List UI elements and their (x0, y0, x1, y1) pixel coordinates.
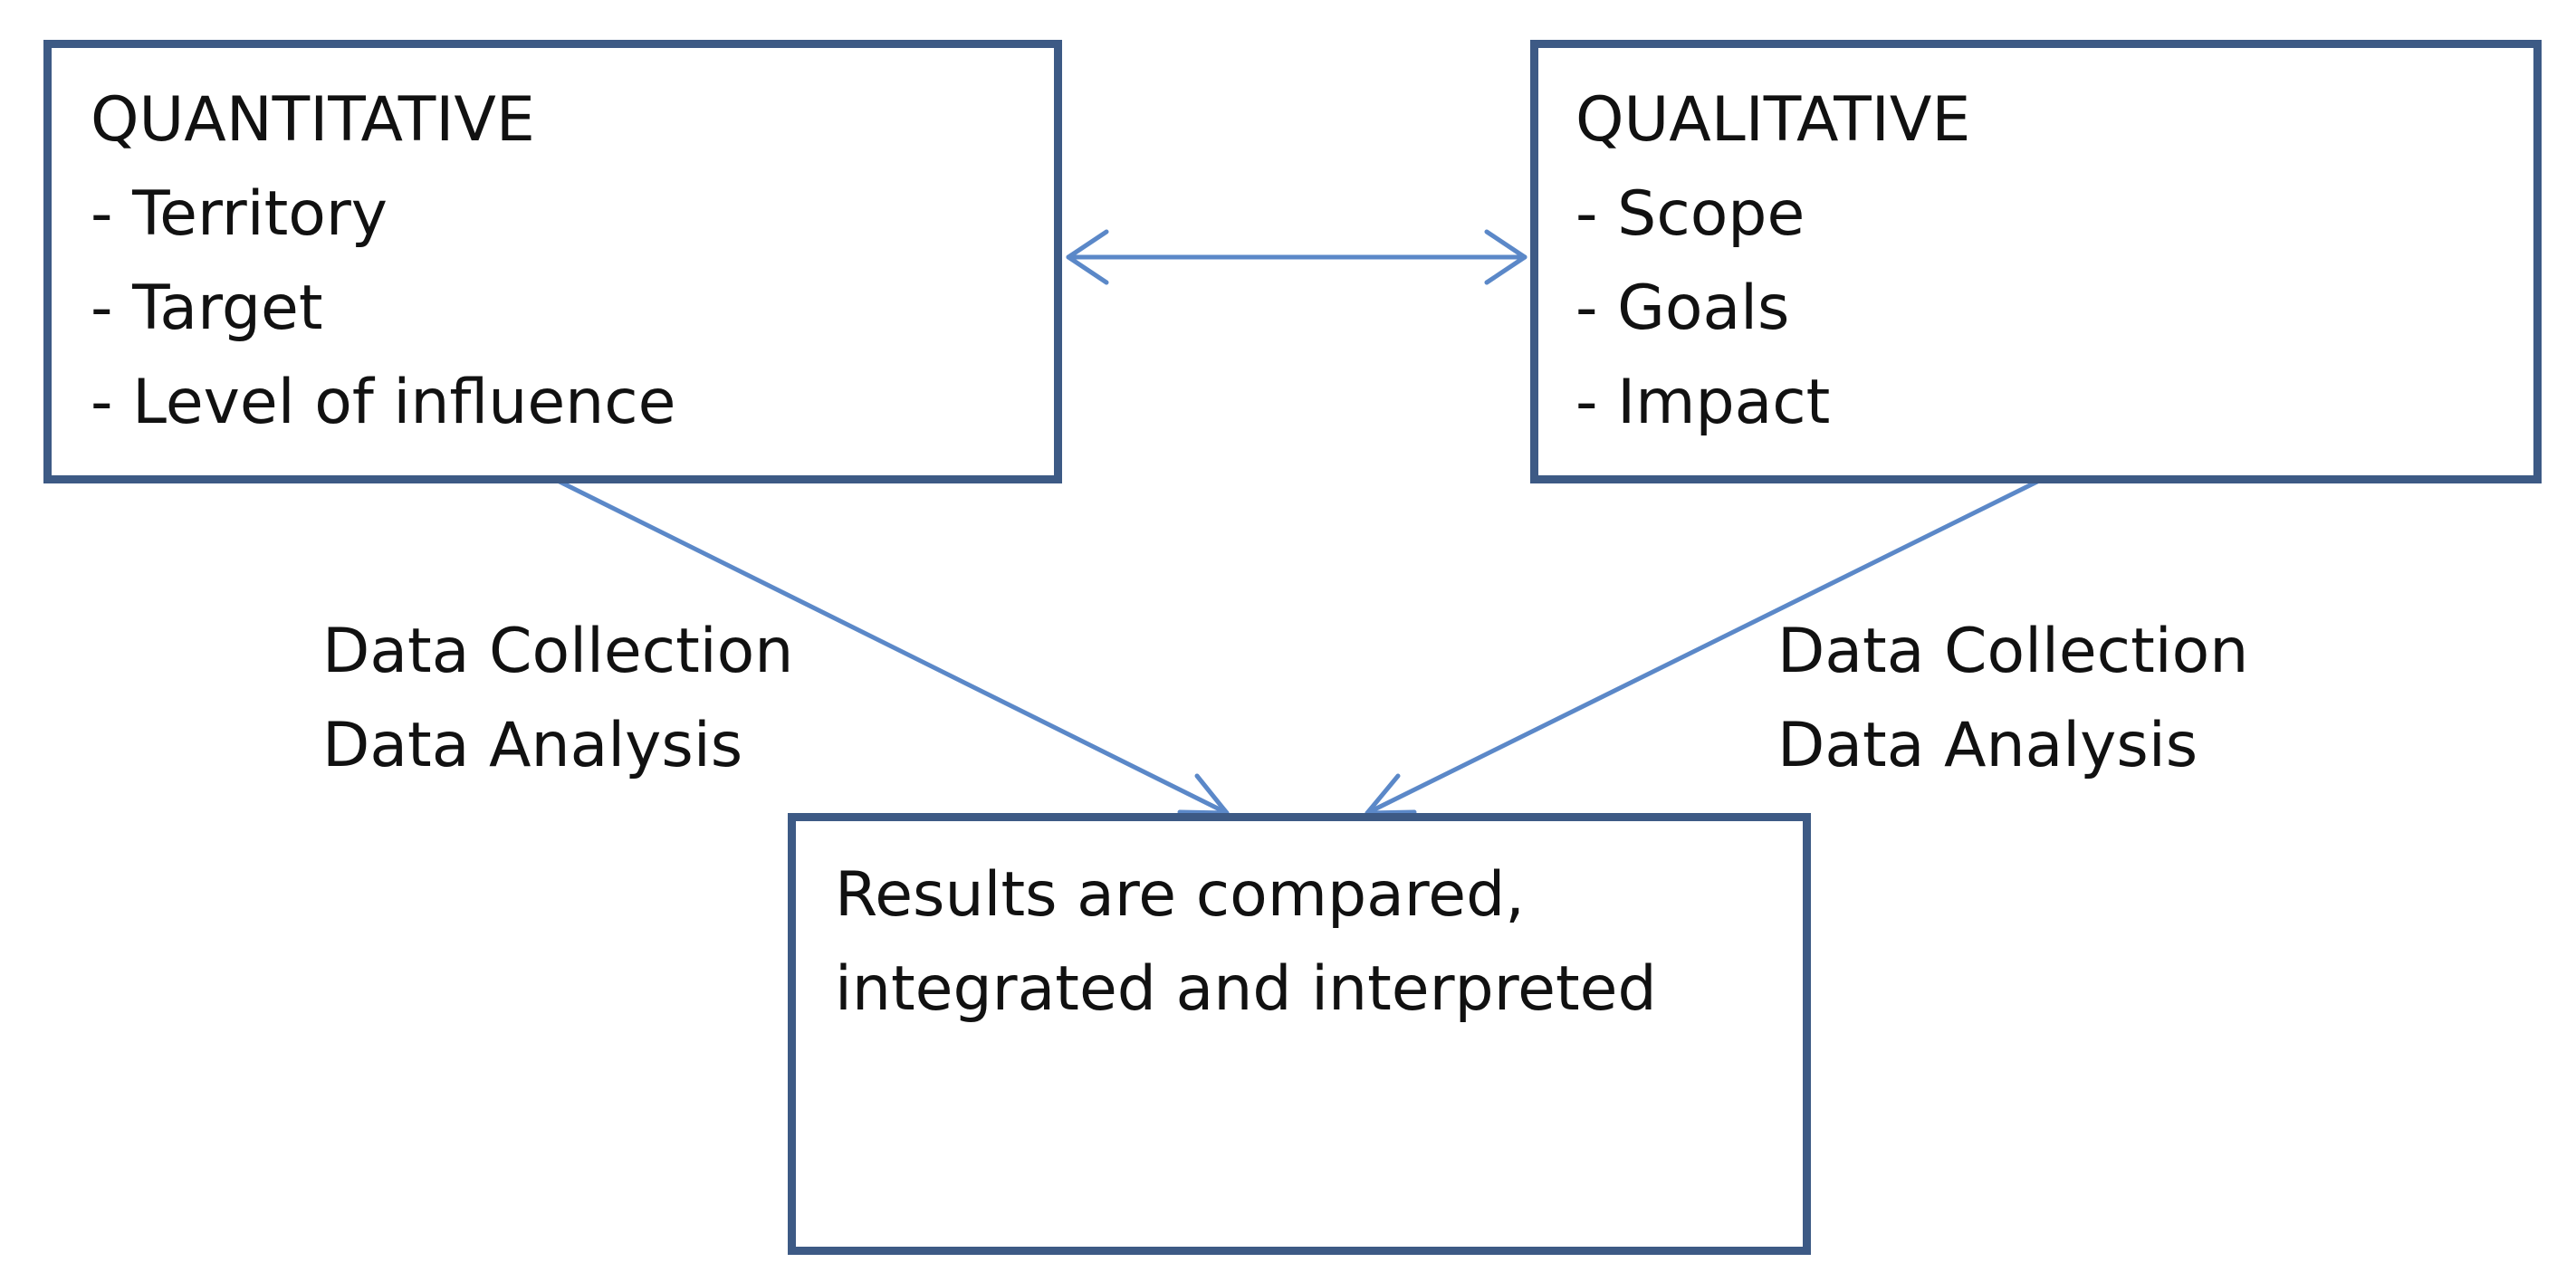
left-edge-label: Data Collection Data Analysis (322, 605, 793, 793)
qualitative-box: QUALITATIVE - Scope - Goals - Impact (1530, 40, 2542, 483)
results-line-1: Results are compared, (835, 859, 1525, 931)
results-line-2: integrated and interpreted (835, 953, 1657, 1025)
arrowhead-right (1484, 229, 1527, 285)
quantitative-title: QUANTITATIVE (91, 84, 535, 156)
quantitative-item-level-of-influence: - Level of influence (91, 367, 676, 438)
right-label-data-collection: Data Collection (1777, 616, 2249, 687)
quantitative-to-result-arrow (553, 477, 1230, 816)
quantitative-item-target: - Target (91, 273, 323, 344)
right-edge-label: Data Collection Data Analysis (1777, 605, 2248, 793)
qualitative-item-scope: - Scope (1575, 178, 1805, 250)
qualitative-title: QUALITATIVE (1575, 84, 1971, 156)
left-label-data-analysis: Data Analysis (322, 710, 743, 781)
results-box: Results are compared, integrated and int… (788, 813, 1811, 1255)
right-label-data-analysis: Data Analysis (1777, 710, 2198, 781)
arrowhead-left (1066, 229, 1109, 285)
quantitative-box: QUANTITATIVE - Territory - Target - Leve… (43, 40, 1062, 483)
qualitative-item-impact: - Impact (1575, 367, 1831, 438)
qualitative-to-result-arrow (1365, 477, 2044, 816)
left-label-data-collection: Data Collection (322, 616, 794, 687)
quantitative-item-territory: - Territory (91, 178, 388, 250)
qualitative-item-goals: - Goals (1575, 273, 1790, 344)
